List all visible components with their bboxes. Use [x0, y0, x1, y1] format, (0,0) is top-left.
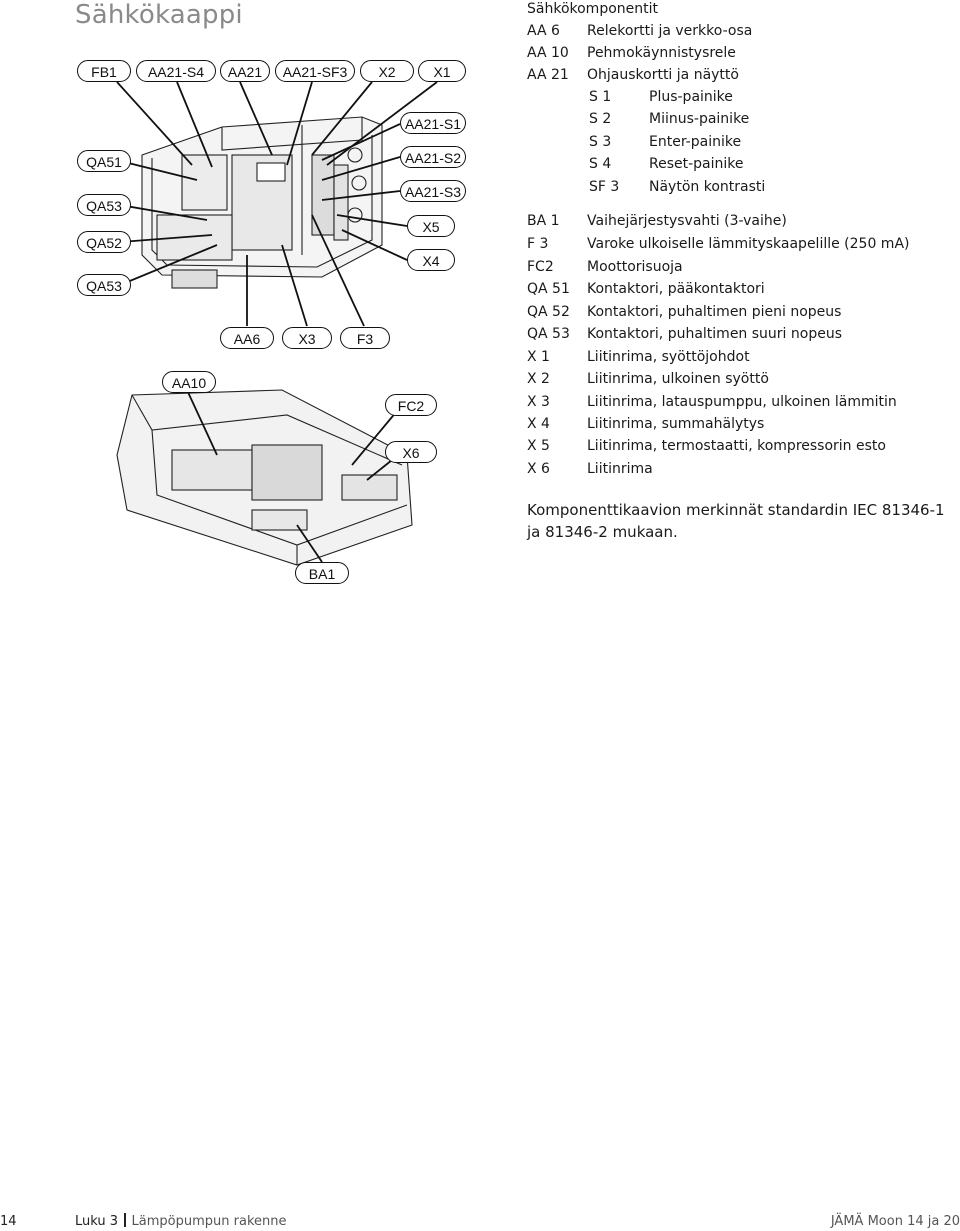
label-x6: X6 [385, 441, 437, 463]
label-ba1: BA1 [295, 562, 349, 584]
chapter-title: Lämpöpumpun rakenne [131, 1214, 287, 1229]
page-number: 14 [0, 1214, 17, 1229]
legend-desc: Reset-painike [649, 156, 744, 172]
legend-code: S 1 [589, 89, 612, 105]
label-qa53-lower: QA53 [77, 274, 131, 296]
label-fb1: FB1 [77, 60, 131, 82]
label-fc2: FC2 [385, 394, 437, 416]
legend-desc: Varoke ulkoiselle lämmityskaapelille (25… [587, 236, 910, 252]
legend-desc: Vaihejärjestysvahti (3-vaihe) [587, 213, 787, 229]
legend-desc: Näytön kontrasti [649, 179, 766, 195]
legend-desc: Pehmokäynnistysrele [587, 45, 736, 61]
label-aa21: AA21 [220, 60, 270, 82]
product-name: JÄMÄ Moon 14 ja 20 [830, 1214, 960, 1229]
label-x4: X4 [407, 249, 455, 271]
label-aa21-s4: AA21-S4 [136, 60, 216, 82]
legend-desc: Liitinrima, termostaatti, kompressorin e… [587, 438, 886, 454]
label-aa21-s1: AA21-S1 [400, 112, 466, 134]
legend-desc: Ohjauskortti ja näyttö [587, 67, 739, 83]
legend-desc: Liitinrima, summahälytys [587, 416, 765, 432]
label-x5: X5 [407, 215, 455, 237]
legend-code: X 1 [527, 349, 550, 365]
legend-code: X 4 [527, 416, 550, 432]
legend-code: X 3 [527, 394, 550, 410]
label-aa21-s2: AA21-S2 [400, 146, 466, 168]
page-footer: 14 Luku 3 Lämpöpumpun rakenne JÄMÄ Moon 1… [0, 1212, 960, 1231]
legend-desc: Liitinrima [587, 461, 653, 477]
legend-code: S 4 [589, 156, 612, 172]
legend-code: F 3 [527, 236, 549, 252]
legend-desc: Kontaktori, pääkontaktori [587, 281, 765, 297]
label-qa52: QA52 [77, 231, 131, 253]
legend-code: AA 10 [527, 45, 569, 61]
legend-code: X 6 [527, 461, 550, 477]
legend-heading: Sähkökomponentit [527, 1, 659, 17]
legend-desc: Plus-painike [649, 89, 733, 105]
label-aa21-sf3: AA21-SF3 [275, 60, 355, 82]
legend-desc: Relekortti ja verkko-osa [587, 23, 753, 39]
page-title: Sähkökaappi [75, 0, 243, 30]
legend-code: SF 3 [589, 179, 620, 195]
legend-desc: Kontaktori, puhaltimen suuri nopeus [587, 326, 842, 342]
legend-code: QA 52 [527, 304, 570, 320]
label-f3: F3 [340, 327, 390, 349]
legend-code: X 5 [527, 438, 550, 454]
label-x2: X2 [360, 60, 414, 82]
legend-desc: Miinus-painike [649, 111, 750, 127]
legend-desc: Kontaktori, puhaltimen pieni nopeus [587, 304, 842, 320]
legend-desc: Liitinrima, syöttöjohdot [587, 349, 750, 365]
legend-code: AA 21 [527, 67, 569, 83]
label-x3: X3 [282, 327, 332, 349]
label-aa6: AA6 [220, 327, 274, 349]
legend-code: QA 51 [527, 281, 570, 297]
chapter-separator [124, 1213, 126, 1227]
legend-code: AA 6 [527, 23, 560, 39]
legend-code: QA 53 [527, 326, 570, 342]
label-aa10: AA10 [162, 371, 216, 393]
label-qa53-upper: QA53 [77, 194, 131, 216]
legend-code: BA 1 [527, 213, 560, 229]
legend-code: S 3 [589, 134, 612, 150]
label-x1: X1 [418, 60, 466, 82]
standard-note: Komponenttikaavion merkinnät standardin … [527, 501, 945, 541]
legend-desc: Enter-painike [649, 134, 742, 150]
chapter-label: Luku 3 [75, 1214, 119, 1229]
label-qa51: QA51 [77, 150, 131, 172]
label-aa21-s3: AA21-S3 [400, 180, 466, 202]
electrical-cabinet-figure: FB1 AA21-S4 AA21 AA21-SF3 X2 X1 AA21-S1 … [72, 55, 492, 590]
legend-desc: Liitinrima, latauspumppu, ulkoinen lämmi… [587, 394, 897, 410]
legend-code: X 2 [527, 371, 550, 387]
legend-desc: Moottorisuoja [587, 259, 683, 275]
chapter-reference: Luku 3 Lämpöpumpun rakenne [75, 1212, 286, 1231]
legend-desc: Liitinrima, ulkoinen syöttö [587, 371, 769, 387]
legend-code: FC2 [527, 259, 554, 275]
legend-code: S 2 [589, 111, 612, 127]
cabinet-illustration [116, 81, 438, 566]
